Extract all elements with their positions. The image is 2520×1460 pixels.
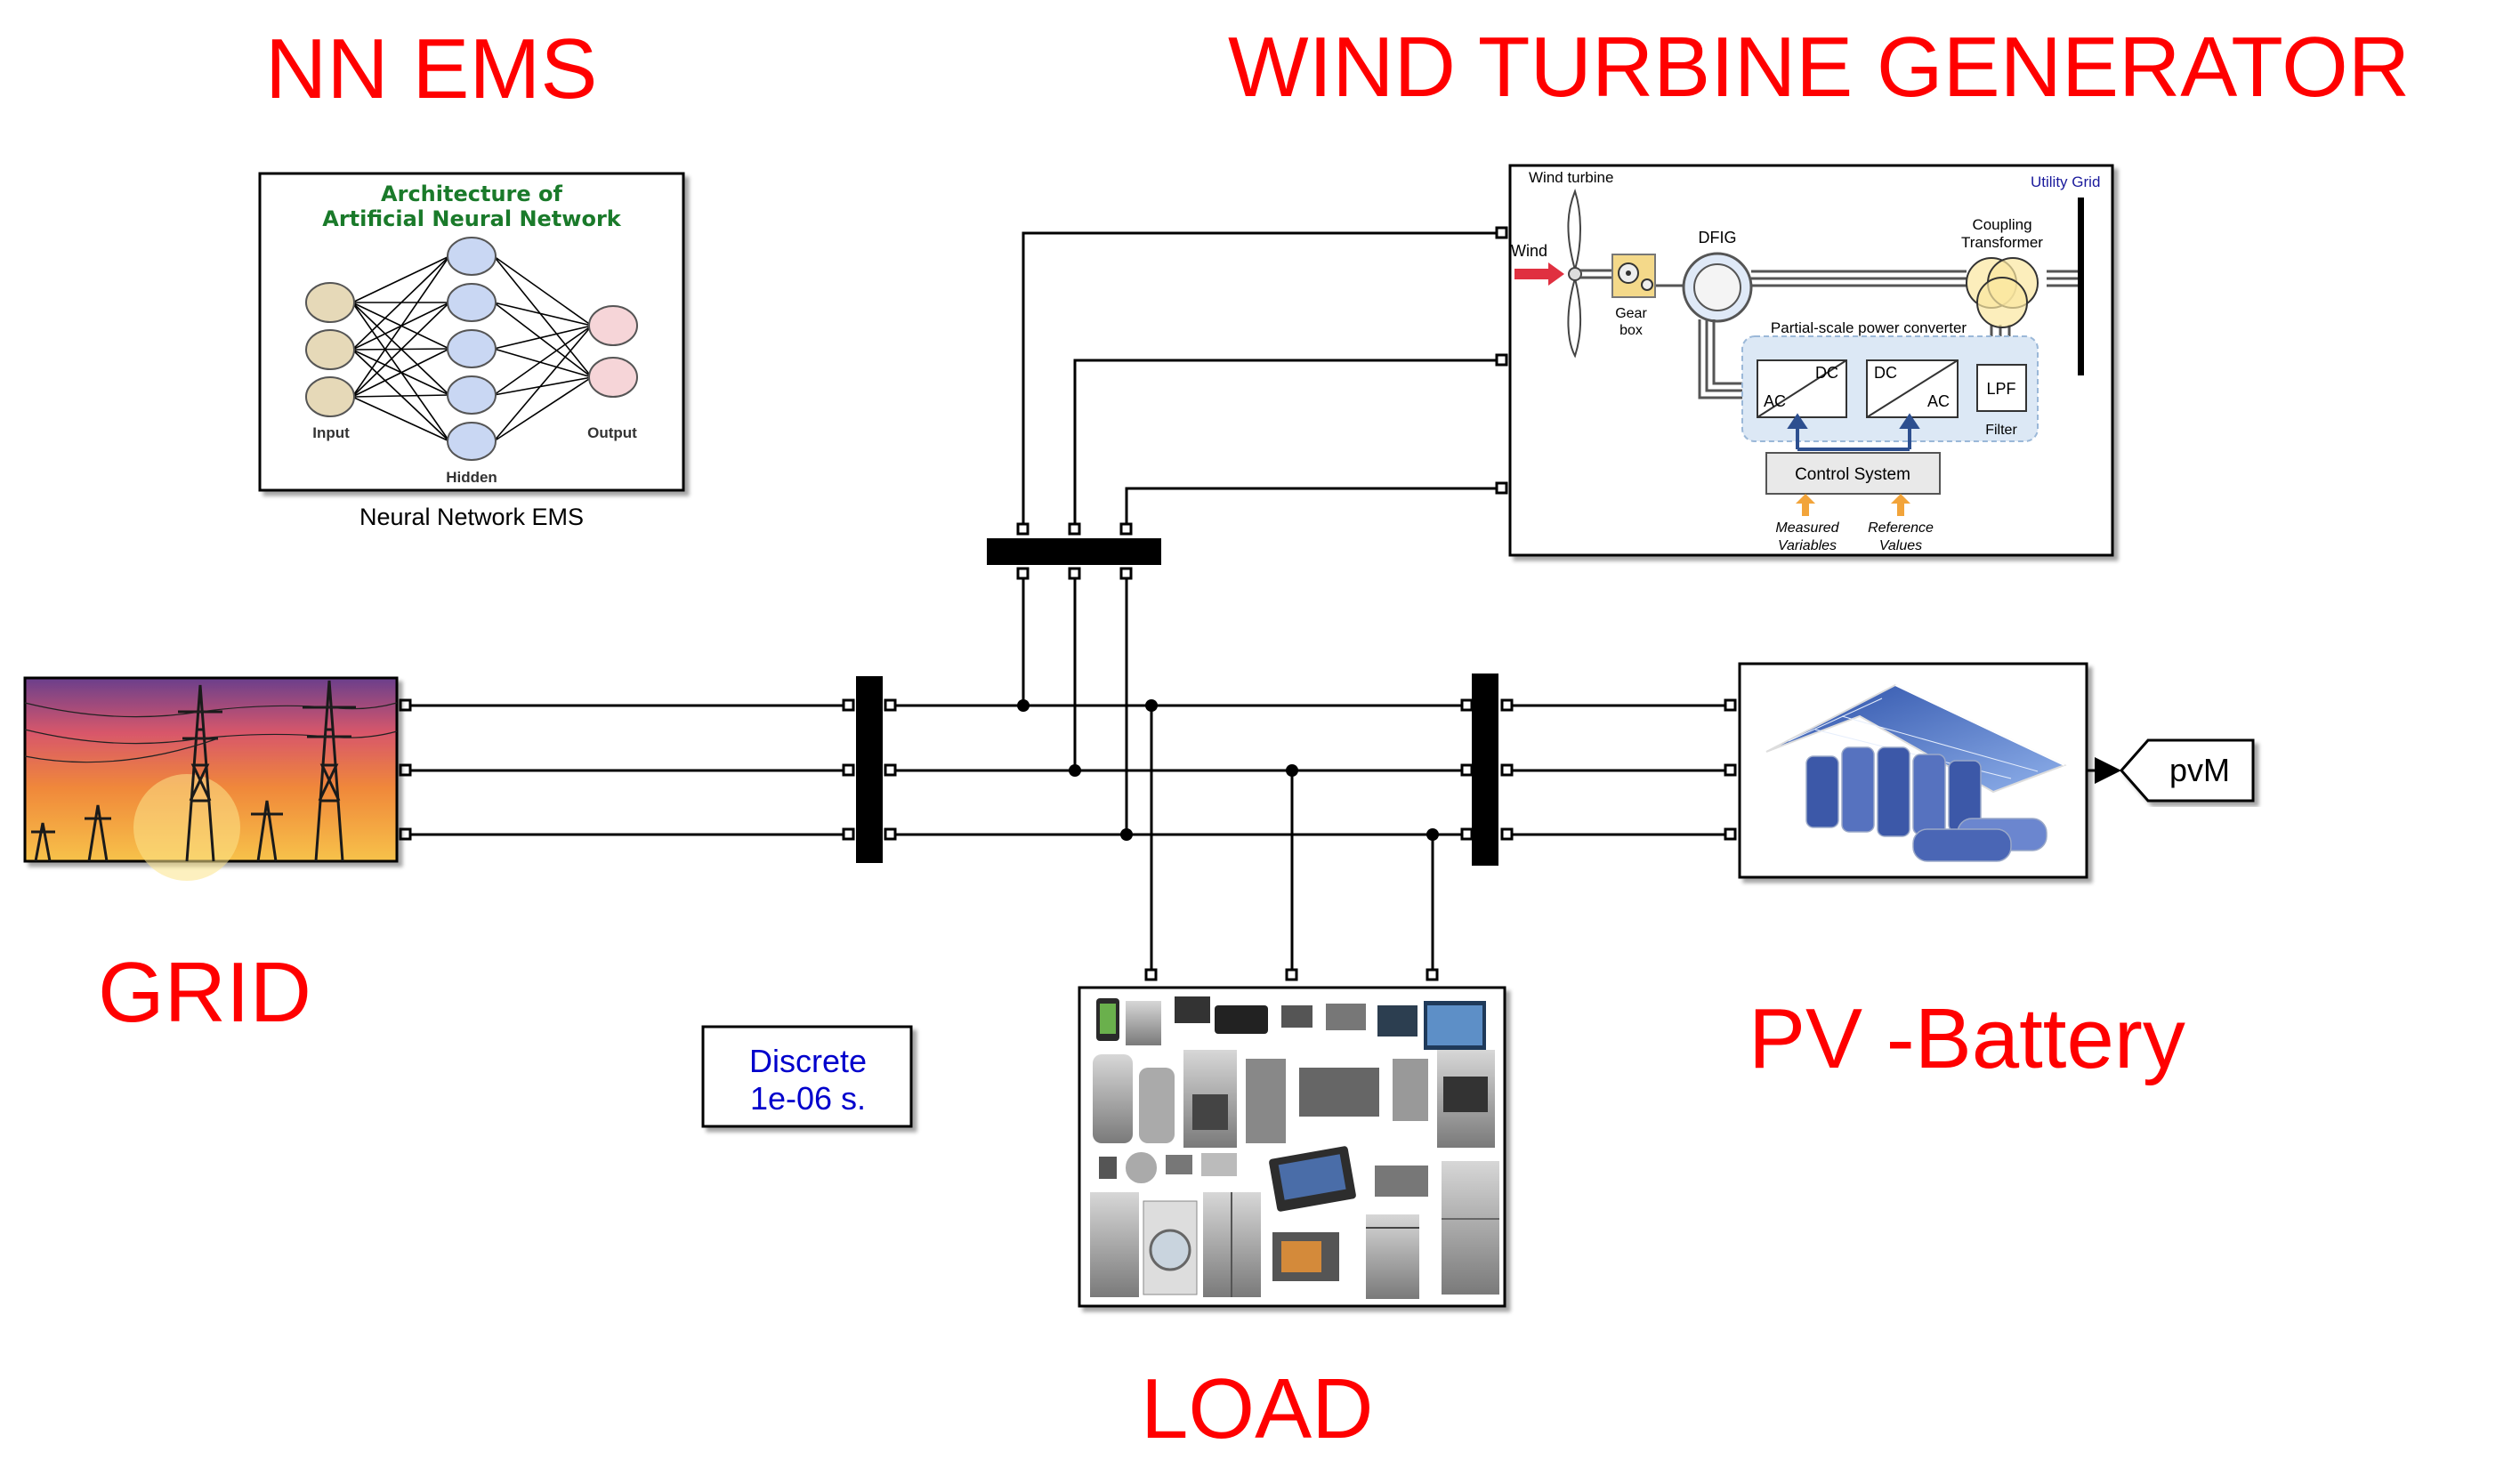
gear-text-2: box <box>1619 323 1643 338</box>
load-label: LOAD <box>1141 1361 1373 1456</box>
reference-text-2: Values <box>1879 538 1922 553</box>
nn-ems-block[interactable]: Architecture of Artificial Neural Networ… <box>258 172 685 492</box>
bus-bar-1[interactable] <box>856 676 883 863</box>
lpf-filter: LPF Filter <box>1976 364 2027 438</box>
solar-roof-icon <box>1765 683 2067 794</box>
nn-title-line2: Artificial Neural Network <box>322 206 622 231</box>
control-system-box <box>1765 452 1941 495</box>
wind-turbine-text: Wind turbine <box>1529 169 1613 186</box>
control-arrows <box>1787 413 1920 451</box>
dfig-text: DFIG <box>1699 229 1737 246</box>
svg-text:Filter: Filter <box>1985 423 2017 438</box>
svg-text:DC: DC <box>1874 364 1897 382</box>
svg-text:AC: AC <box>1764 392 1786 410</box>
svg-text:AC: AC <box>1927 392 1950 410</box>
appliances-collage-icon <box>1090 996 1499 1299</box>
powergui-block[interactable]: Discrete 1e-06 s. <box>701 1025 913 1128</box>
nn-hidden-nodes <box>447 237 497 461</box>
nn-ems-caption: Neural Network EMS <box>359 504 584 530</box>
nn-input-nodes <box>305 282 355 417</box>
utility-grid-text: Utility Grid <box>2031 173 2100 190</box>
gear-text-1: Gear <box>1615 306 1647 321</box>
measured-text-1: Measured <box>1775 520 1839 536</box>
powergui-line1: Discrete <box>749 1043 867 1079</box>
converter-text: Partial-scale power converter <box>1771 319 1967 336</box>
nn-title-line1: Architecture of <box>381 181 562 206</box>
coupling-text-1: Coupling <box>1972 216 2031 233</box>
nn-output-label: Output <box>587 424 637 441</box>
power-cables <box>24 702 398 763</box>
battery-cells-icon <box>1805 746 2048 862</box>
turbine-rotor-icon <box>1567 189 1582 359</box>
svg-text:LPF: LPF <box>1986 380 2015 398</box>
goto-tag-pvm[interactable]: pvM <box>2119 738 2255 803</box>
transformer-icon <box>1966 257 2039 328</box>
wind-turbine-block[interactable]: Wind turbine Utility Grid Wind Gear box … <box>1508 164 2114 557</box>
control-system-text: Control System <box>1795 465 1910 484</box>
bus-mux-horizontal[interactable] <box>987 538 1161 565</box>
input-arrows <box>1796 494 1910 516</box>
junction-dots <box>1017 699 1439 841</box>
pv-battery-label: PV -Battery <box>1749 991 2185 1086</box>
powergui-line2: 1e-06 s. <box>750 1080 866 1117</box>
nn-ems-label: NN EMS <box>265 21 597 117</box>
ports <box>399 226 1737 981</box>
bus-bar-2[interactable] <box>1472 674 1498 866</box>
svg-text:DC: DC <box>1815 364 1838 382</box>
converter-1: DC AC <box>1757 359 1847 418</box>
wind-text: Wind <box>1511 242 1547 260</box>
grid-block[interactable] <box>23 676 399 881</box>
nn-input-label: Input <box>312 424 350 441</box>
nn-output-nodes <box>588 305 638 398</box>
wind-turbine-generator-label: WIND TURBINE GENERATOR <box>1228 20 2410 115</box>
coupling-text-2: Transformer <box>1961 234 2043 251</box>
converter-2: DC AC <box>1866 359 1959 418</box>
shaft-lines <box>1580 269 1686 287</box>
utility-grid-bar <box>2078 198 2084 375</box>
wiring <box>405 231 2121 974</box>
nn-hidden-label: Hidden <box>446 469 497 486</box>
measured-text-2: Variables <box>1778 538 1837 553</box>
goto-tag-text: pvM <box>2169 752 2230 788</box>
pv-battery-block[interactable] <box>1738 662 2088 879</box>
reference-text-1: Reference <box>1868 520 1934 536</box>
grid-label: GRID <box>98 945 311 1040</box>
wind-arrow-icon <box>1514 262 1564 286</box>
load-block[interactable] <box>1078 986 1506 1308</box>
nn-connections <box>351 255 593 442</box>
